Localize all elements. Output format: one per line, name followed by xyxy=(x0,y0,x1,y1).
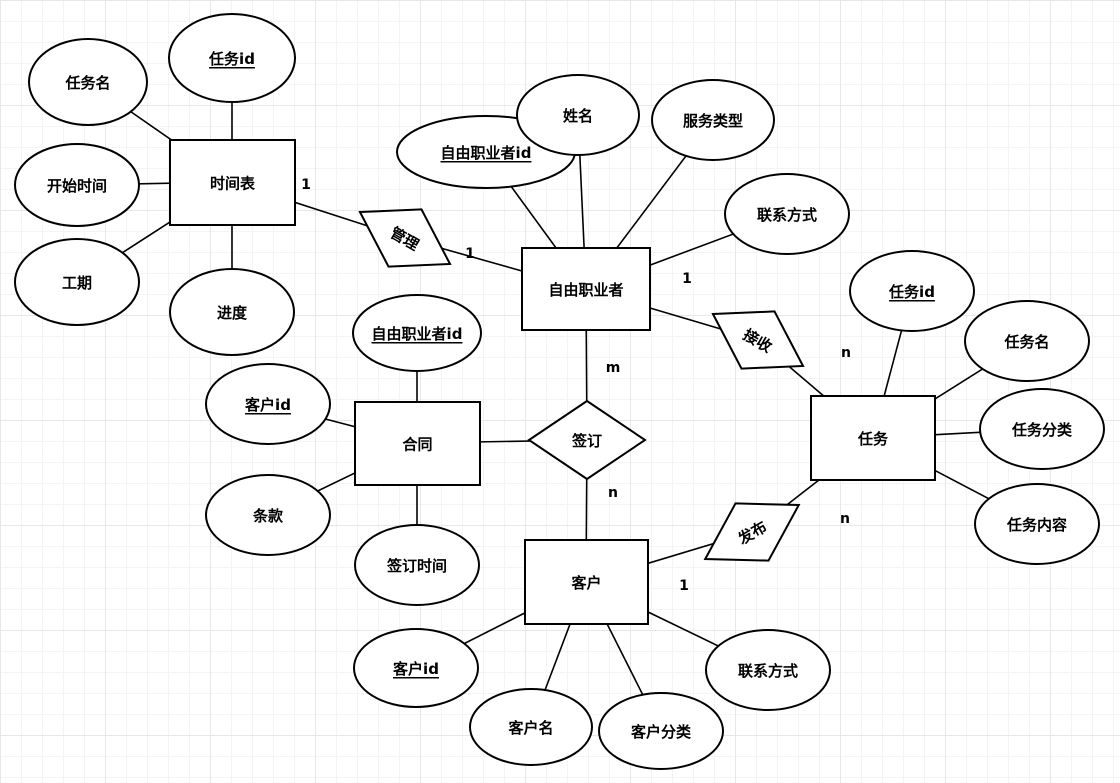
attribute-customer-contact[interactable]: 联系方式 xyxy=(705,629,831,711)
attribute-freelancer-name[interactable]: 姓名 xyxy=(516,74,640,156)
attribute-ellipse xyxy=(598,692,724,770)
attribute-timetable-task-id[interactable]: 任务id xyxy=(168,13,296,103)
attribute-ellipse xyxy=(353,628,479,708)
attribute-label: 客户名 xyxy=(507,719,553,737)
entity-timetable[interactable]: 时间表 xyxy=(169,139,296,226)
attribute-ellipse xyxy=(205,474,331,556)
attribute-ellipse xyxy=(651,79,775,161)
attribute-label: 任务id xyxy=(208,50,255,68)
attribute-label: 任务分类 xyxy=(1011,421,1073,439)
relationship-sign[interactable]: 签订 xyxy=(527,399,647,481)
attribute-task-content[interactable]: 任务内容 xyxy=(974,483,1100,565)
attribute-customer-id[interactable]: 客户id xyxy=(353,628,479,708)
relationship-diamond xyxy=(358,208,452,268)
attribute-ellipse xyxy=(516,74,640,156)
attribute-task-id[interactable]: 任务id xyxy=(849,250,975,332)
relationship-diamond xyxy=(703,502,801,562)
attribute-label: 自由职业者id xyxy=(441,144,532,162)
attribute-label: 工期 xyxy=(62,274,92,292)
attribute-timetable-start-time[interactable]: 开始时间 xyxy=(14,143,140,227)
entity-label: 任务 xyxy=(857,430,889,448)
relationship-receive[interactable]: 接收 xyxy=(696,285,819,394)
entity-contract[interactable]: 合同 xyxy=(354,401,481,486)
entity-label: 时间表 xyxy=(210,175,256,193)
relationship-publish[interactable]: 发布 xyxy=(689,476,816,587)
attribute-label: 联系方式 xyxy=(738,662,798,680)
attribute-ellipse xyxy=(169,268,295,356)
attribute-ellipse xyxy=(469,688,593,766)
cardinality-freelancer-sign: m xyxy=(606,360,621,376)
attribute-label: 条款 xyxy=(252,507,284,525)
cardinality-sign-customer: n xyxy=(608,485,618,501)
attribute-ellipse xyxy=(705,629,831,711)
attribute-label: 姓名 xyxy=(563,107,593,125)
relationship-manage[interactable]: 管理 xyxy=(343,183,466,292)
attribute-label: 客户id xyxy=(244,396,291,414)
attribute-freelancer-contact[interactable]: 联系方式 xyxy=(724,173,850,255)
attribute-label: 客户id xyxy=(392,660,439,678)
entity-customer[interactable]: 客户 xyxy=(524,539,649,625)
entity-box xyxy=(810,395,936,481)
attribute-contract-terms[interactable]: 条款 xyxy=(205,474,331,556)
attribute-ellipse xyxy=(205,363,331,445)
attribute-label: 联系方式 xyxy=(757,206,817,224)
attribute-label: 服务类型 xyxy=(683,112,743,130)
attribute-label: 开始时间 xyxy=(47,177,107,195)
entity-label: 自由职业者 xyxy=(548,281,623,299)
entity-box xyxy=(521,247,651,331)
attribute-ellipse xyxy=(849,250,975,332)
attribute-label: 任务id xyxy=(888,283,935,301)
attribute-contract-sign-time[interactable]: 签订时间 xyxy=(354,524,480,606)
attribute-label: 签订时间 xyxy=(386,557,447,575)
entity-label: 客户 xyxy=(570,574,601,592)
attribute-timetable-progress[interactable]: 进度 xyxy=(169,268,295,356)
attribute-customer-name[interactable]: 客户名 xyxy=(469,688,593,766)
entity-freelancer[interactable]: 自由职业者 xyxy=(521,247,651,331)
cardinality-manage-freelancer: 1 xyxy=(465,246,475,262)
entity-box xyxy=(354,401,481,486)
attribute-freelancer-service-type[interactable]: 服务类型 xyxy=(651,79,775,161)
attribute-label: 任务名 xyxy=(64,74,110,92)
attribute-label: 客户分类 xyxy=(630,723,692,741)
attribute-ellipse xyxy=(974,483,1100,565)
entity-label: 合同 xyxy=(401,436,432,454)
cardinality-publish-task: n xyxy=(840,511,850,527)
attribute-timetable-task-name[interactable]: 任务名 xyxy=(28,38,148,126)
attribute-ellipse xyxy=(28,38,148,126)
entity-box xyxy=(524,539,649,625)
cardinality-layer: 1 1 1 n m n 1 n xyxy=(301,177,851,594)
attribute-contract-freelancer-id[interactable]: 自由职业者id xyxy=(352,294,482,372)
attribute-ellipse xyxy=(168,13,296,103)
relationship-diamond xyxy=(527,399,647,481)
attribute-ellipse xyxy=(964,300,1090,382)
attribute-customer-category[interactable]: 客户分类 xyxy=(598,692,724,770)
attribute-ellipse xyxy=(352,294,482,372)
entity-box xyxy=(169,139,296,226)
cardinality-customer-publish: 1 xyxy=(679,578,689,594)
attribute-task-category[interactable]: 任务分类 xyxy=(979,388,1105,470)
attribute-ellipse xyxy=(979,388,1105,470)
attribute-timetable-duration[interactable]: 工期 xyxy=(14,238,140,326)
attribute-label: 自由职业者id xyxy=(372,325,463,343)
attribute-ellipse xyxy=(14,238,140,326)
relationship-label: 签订 xyxy=(571,432,602,450)
attribute-contract-customer-id[interactable]: 客户id xyxy=(205,363,331,445)
cardinality-receive-task: n xyxy=(841,345,851,361)
attribute-label: 进度 xyxy=(217,304,248,322)
attribute-ellipse xyxy=(724,173,850,255)
cardinality-freelancer-receive: 1 xyxy=(682,271,692,287)
attribute-label: 任务内容 xyxy=(1006,516,1067,534)
attribute-ellipse xyxy=(354,524,480,606)
entity-task[interactable]: 任务 xyxy=(810,395,936,481)
attribute-label: 任务名 xyxy=(1003,333,1049,351)
attribute-ellipse xyxy=(14,143,140,227)
relationship-diamond xyxy=(711,310,805,370)
cardinality-timetable-manage: 1 xyxy=(301,177,311,193)
attribute-task-name[interactable]: 任务名 xyxy=(964,300,1090,382)
